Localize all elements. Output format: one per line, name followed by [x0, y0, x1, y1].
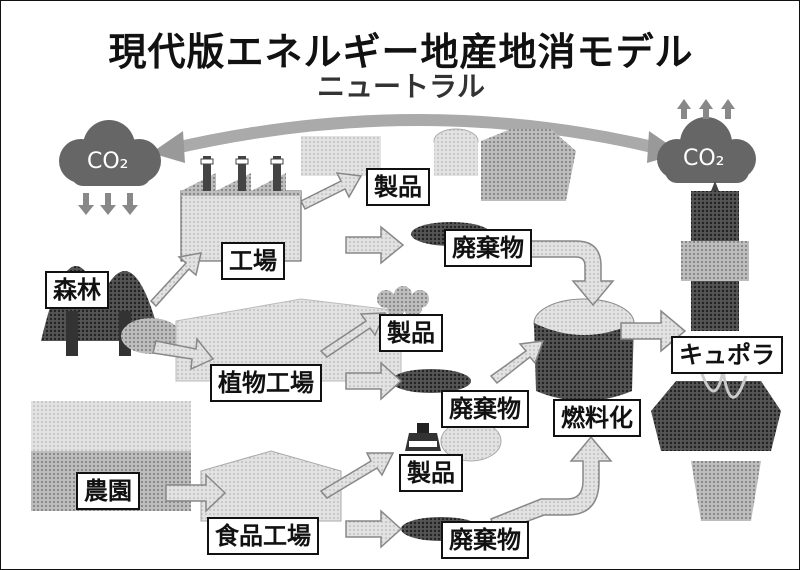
arrow-factory-to-product: [299, 172, 363, 211]
fuel-pile-icon: [533, 298, 635, 401]
label-plant-factory: 植物工場: [210, 364, 322, 402]
arrow-waste3-to-fuel: [490, 435, 613, 534]
label-product-1: 製品: [366, 168, 430, 206]
label-waste-1: 廃棄物: [444, 229, 532, 267]
flow-arrows: [149, 172, 687, 549]
arrow-plant-factory-to-waste: [345, 361, 403, 401]
label-fuel: 燃料化: [553, 399, 641, 437]
food-factory-icon: [200, 450, 342, 522]
label-product-3: 製品: [399, 454, 463, 492]
label-waste-3: 廃棄物: [441, 521, 529, 559]
label-product-2: 製品: [379, 314, 443, 352]
arrow-factory-to-waste: [345, 225, 405, 265]
neutral-arc-arrow: [169, 114, 663, 155]
up-arrows-icon: [677, 99, 735, 119]
arrow-food-factory-to-waste: [345, 509, 403, 549]
produce-icon: [377, 286, 429, 317]
page-title: 現代版エネルギー地産地消モデル: [108, 30, 694, 74]
clothes-icon: [481, 129, 576, 201]
coffee-bottle-icon: [405, 423, 441, 451]
arrow-waste2-to-fuel: [489, 340, 545, 385]
arrow-forest-to-factory: [149, 252, 202, 308]
arrow-waste1-to-fuel: [530, 240, 615, 307]
arrow-farm-to-food-factory: [165, 473, 227, 513]
down-arrows-icon: [78, 193, 138, 215]
label-waste-2: 廃棄物: [441, 390, 529, 428]
label-food-factory: 食品工場: [207, 517, 319, 555]
co2-cloud-icon-right: [657, 117, 756, 183]
cupola-furnace-icon: [651, 181, 781, 521]
label-forest: 森林: [45, 271, 109, 309]
waste-pile-icon-2: [391, 369, 471, 393]
label-factory: 工場: [221, 242, 285, 280]
arrow-food-factory-to-product: [319, 452, 395, 499]
arrow-forest-to-plant-factory: [152, 337, 215, 371]
co2-label-left: CO₂: [87, 149, 129, 174]
label-cupola: キュポラ: [671, 336, 783, 374]
co2-label-right: CO₂: [683, 146, 725, 171]
label-farm: 農園: [76, 472, 140, 510]
subtitle-neutral: ニュートラル: [316, 70, 485, 103]
co2-cloud-icon-left: [59, 120, 161, 186]
